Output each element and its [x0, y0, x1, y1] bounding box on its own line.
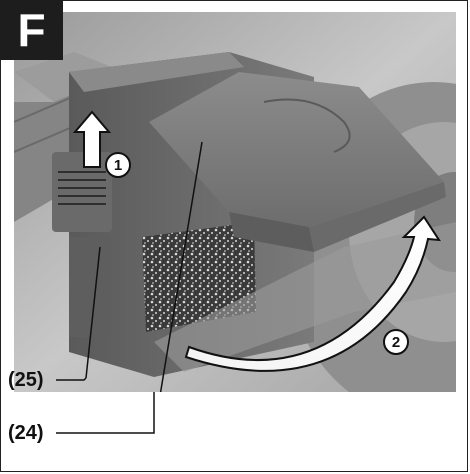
arrow-up-icon [72, 110, 112, 168]
step-2-circle [383, 329, 409, 355]
step-2-number: 2 [392, 334, 400, 351]
curved-arrow-icon [184, 215, 441, 372]
product-photo: 1 2 [14, 12, 456, 392]
callout-24: (24) [8, 422, 44, 444]
callout-25: (25) [8, 369, 44, 391]
leader-24 [159, 141, 203, 392]
figure-letter-badge: F [0, 0, 63, 60]
step-1-circle [105, 152, 131, 178]
leader-25 [85, 246, 101, 379]
step-1-number: 1 [114, 157, 122, 174]
